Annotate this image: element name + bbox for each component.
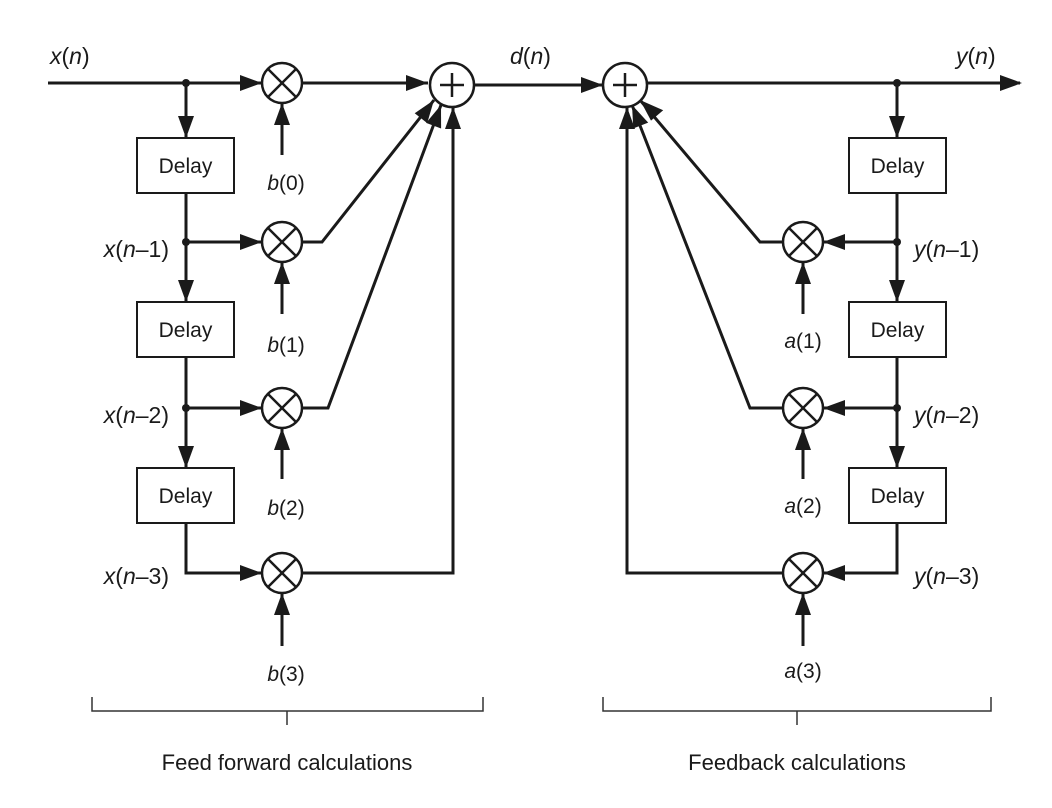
multiplier-a2 xyxy=(781,386,825,430)
wire xyxy=(302,99,436,244)
coef-a2-label: a(2) xyxy=(784,495,821,518)
coef-b3-label: b(3) xyxy=(267,663,304,686)
arrow-head xyxy=(406,75,428,91)
coef-a3-label: a(3) xyxy=(784,660,821,683)
feed-forward-section: Delay Delay Delay xyxy=(48,61,476,646)
arrow-head xyxy=(274,593,290,615)
arrow-head xyxy=(240,75,262,91)
delay-box-y3 xyxy=(848,467,947,524)
multiplier-a1 xyxy=(781,220,825,264)
delay-box-x2 xyxy=(136,301,235,358)
coef-b0-label: b(0) xyxy=(267,172,304,195)
arrow-head xyxy=(640,100,664,121)
wire xyxy=(638,99,783,244)
multiplier-b1 xyxy=(260,220,304,264)
arrow-head xyxy=(178,280,194,302)
signal-output-label: y(n) xyxy=(954,43,996,69)
multiplier-a3 xyxy=(781,551,825,595)
delay-box-x1 xyxy=(136,137,235,194)
bracket-feed-forward xyxy=(91,697,484,712)
adder-feedback xyxy=(601,61,649,109)
delay-box-y1 xyxy=(848,137,947,194)
arrow-head xyxy=(178,116,194,138)
multiplier-b0 xyxy=(260,61,304,105)
arrow-head xyxy=(240,565,262,581)
wire xyxy=(302,107,455,575)
multiplier-b2 xyxy=(260,386,304,430)
arrow-head xyxy=(178,446,194,468)
wire xyxy=(823,523,899,575)
signal-x-n2-label: x(n–2) xyxy=(103,402,169,428)
delay-label: Delay xyxy=(159,319,213,342)
feedback-section: Delay Delay Delay xyxy=(474,61,1022,646)
signal-sum-label: d(n) xyxy=(510,43,551,69)
bracket-feedback xyxy=(602,697,992,712)
arrow-head xyxy=(414,100,434,124)
multiplier-b3 xyxy=(260,551,304,595)
signal-y-n3-label: y(n–3) xyxy=(912,563,979,589)
caption-feed-forward: Feed forward calculations xyxy=(162,750,413,775)
coef-b1-label: b(1) xyxy=(267,334,304,357)
signal-x-n1-label: x(n–1) xyxy=(103,236,169,262)
arrow-head xyxy=(632,105,649,129)
wire xyxy=(630,104,783,410)
arrow-head xyxy=(274,428,290,450)
arrow-head xyxy=(889,116,905,138)
arrow-head xyxy=(795,428,811,450)
coef-b2-label: b(2) xyxy=(267,497,304,520)
arrow-head xyxy=(795,262,811,284)
delay-label: Delay xyxy=(871,485,925,508)
arrow-head xyxy=(426,105,442,129)
arrow-head xyxy=(581,77,603,93)
delay-label: Delay xyxy=(159,485,213,508)
delay-label: Delay xyxy=(871,155,925,178)
arrow-head xyxy=(823,234,845,250)
wire xyxy=(625,107,783,575)
signal-input-label: x(n) xyxy=(49,43,90,69)
adder-feed-forward xyxy=(428,61,476,109)
wire xyxy=(184,523,262,575)
arrow-head xyxy=(619,107,635,129)
arrow-head xyxy=(823,400,845,416)
arrow-head xyxy=(274,262,290,284)
arrow-head xyxy=(889,280,905,302)
wire xyxy=(302,104,443,410)
signal-y-n1-label: y(n–1) xyxy=(912,236,979,262)
arrow-head xyxy=(240,400,262,416)
coef-a1-label: a(1) xyxy=(784,330,821,353)
delay-label: Delay xyxy=(159,155,213,178)
signal-y-n2-label: y(n–2) xyxy=(912,402,979,428)
caption-feedback: Feedback calculations xyxy=(688,750,906,775)
arrow-head xyxy=(445,107,461,129)
arrow-head xyxy=(274,103,290,125)
arrow-head xyxy=(795,593,811,615)
delay-label: Delay xyxy=(871,319,925,342)
signal-x-n3-label: x(n–3) xyxy=(103,563,169,589)
arrow-head xyxy=(240,234,262,250)
arrow-head xyxy=(1000,75,1022,91)
arrow-head xyxy=(889,446,905,468)
arrow-head xyxy=(823,565,845,581)
